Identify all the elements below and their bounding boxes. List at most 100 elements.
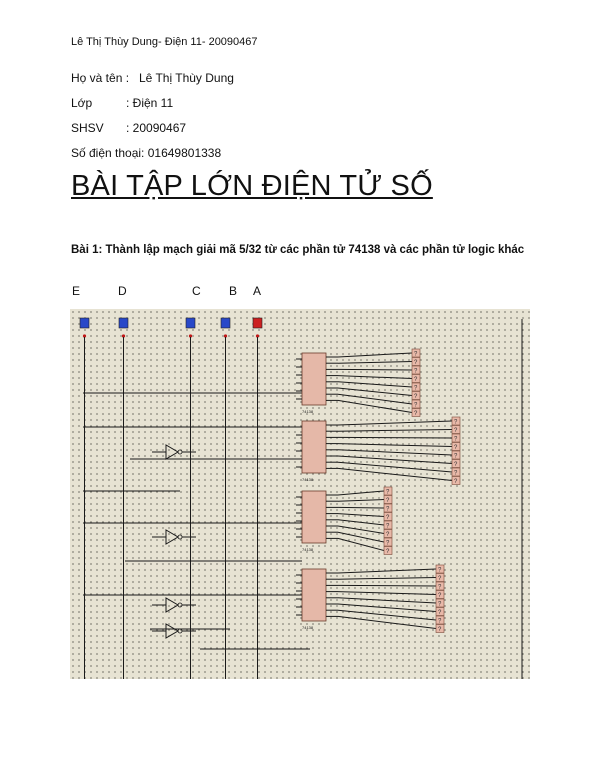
wire xyxy=(337,361,413,364)
output-probe-label: ? xyxy=(454,479,458,485)
output-probe xyxy=(383,546,393,555)
output-probe xyxy=(383,486,393,496)
student-id-value: : 20090467 xyxy=(126,121,187,135)
input-probe xyxy=(79,317,90,329)
output-probe xyxy=(435,607,445,616)
output-probe xyxy=(435,624,445,633)
output-probe-label: ? xyxy=(438,576,442,582)
chip-label: 74138 xyxy=(302,477,314,482)
circuit-drawing: 74138????????74138????????74138????????7… xyxy=(79,317,523,679)
output-probe-label: ? xyxy=(414,403,418,409)
output-probe xyxy=(383,503,393,513)
output-probe-label: ? xyxy=(454,462,458,468)
wire xyxy=(337,461,453,473)
name-label: Họ và tên : xyxy=(71,71,130,85)
output-probe-label: ? xyxy=(386,532,390,538)
class-value: : Điện 11 xyxy=(126,96,174,110)
wire xyxy=(337,368,413,371)
input-probe xyxy=(118,317,129,329)
output-probe xyxy=(383,520,393,530)
output-probe xyxy=(383,495,393,504)
output-probe xyxy=(435,581,445,591)
output-probe xyxy=(411,374,421,383)
output-probe xyxy=(451,433,461,443)
pin-dot xyxy=(255,334,260,338)
phone-value: 01649801338 xyxy=(147,146,222,160)
output-probe xyxy=(435,598,445,608)
wire xyxy=(337,443,453,447)
output-probe-label: ? xyxy=(438,593,442,599)
output-probe-label: ? xyxy=(454,471,458,477)
inverter xyxy=(165,529,179,545)
output-probe xyxy=(451,442,461,451)
output-probe-label: ? xyxy=(386,524,390,530)
wire xyxy=(337,525,385,534)
output-probe xyxy=(383,529,393,538)
pin-dot xyxy=(188,334,193,338)
output-probe-label: ? xyxy=(454,454,458,460)
output-probe xyxy=(383,537,393,547)
output-probe-label: ? xyxy=(386,490,390,496)
phone-row: Số điện thoại: 01649801338 xyxy=(71,146,221,160)
input-probe xyxy=(252,317,263,329)
wire xyxy=(337,531,385,543)
wire xyxy=(337,597,437,604)
output-probe-label: ? xyxy=(386,498,390,504)
output-probe xyxy=(435,615,445,625)
wire xyxy=(337,352,413,358)
inverter xyxy=(165,444,179,460)
wire xyxy=(337,449,453,456)
student-id-label: SHSV xyxy=(71,121,104,135)
page-header: Lê Thị Thùy Dung- Điện 11- 20090467 xyxy=(71,36,258,48)
output-probe-label: ? xyxy=(414,377,418,383)
wire xyxy=(337,490,385,496)
output-probe-label: ? xyxy=(414,386,418,392)
class-label: Lớp xyxy=(71,96,93,110)
output-probe xyxy=(411,408,421,417)
pin-dot xyxy=(121,334,126,338)
wire xyxy=(337,537,385,551)
chip-label: 74138 xyxy=(302,409,314,414)
output-probe xyxy=(451,459,461,468)
pin-dot xyxy=(223,334,228,338)
page-title: BÀI TẬP LỚN ĐIỆN TỬ SỐ xyxy=(71,170,433,202)
output-probe-label: ? xyxy=(386,507,390,513)
output-probe-label: ? xyxy=(414,360,418,366)
output-probe-label: ? xyxy=(454,437,458,443)
pin-label-a: A xyxy=(253,284,262,298)
wire xyxy=(337,603,437,612)
output-probe-label: ? xyxy=(414,411,418,417)
decoder-chip xyxy=(301,420,327,474)
output-probe xyxy=(411,399,421,409)
pin-dot xyxy=(82,334,87,338)
wire xyxy=(337,429,453,432)
phone-label: Số điện thoại: xyxy=(71,146,145,160)
output-probe-label: ? xyxy=(414,369,418,375)
output-probe xyxy=(435,590,445,599)
wire xyxy=(337,609,437,621)
chip-label: 74138 xyxy=(302,547,314,552)
wire xyxy=(337,506,385,509)
wire xyxy=(337,375,413,379)
decoder-chip xyxy=(301,568,327,622)
name-row: Họ và tên : Lê Thị Thùy Dung xyxy=(71,71,234,85)
decoder-chip xyxy=(301,352,327,406)
wire xyxy=(337,455,453,464)
inverter xyxy=(165,597,179,613)
output-probe-label: ? xyxy=(438,585,442,591)
output-probe xyxy=(451,416,461,426)
output-probe-label: ? xyxy=(438,568,442,574)
input-probe xyxy=(220,317,231,329)
input-probe xyxy=(185,317,196,329)
output-probe xyxy=(435,573,445,582)
pin-label-b: B xyxy=(229,284,238,298)
output-probe-label: ? xyxy=(386,541,390,547)
circuit-schematic: 74138????????74138????????74138????????7… xyxy=(70,309,530,679)
output-probe xyxy=(451,467,461,477)
output-probe-label: ? xyxy=(454,428,458,434)
output-probe-label: ? xyxy=(454,445,458,451)
wire xyxy=(337,568,437,574)
output-probe-label: ? xyxy=(386,515,390,521)
output-probe xyxy=(411,357,421,366)
output-probe xyxy=(411,348,421,358)
